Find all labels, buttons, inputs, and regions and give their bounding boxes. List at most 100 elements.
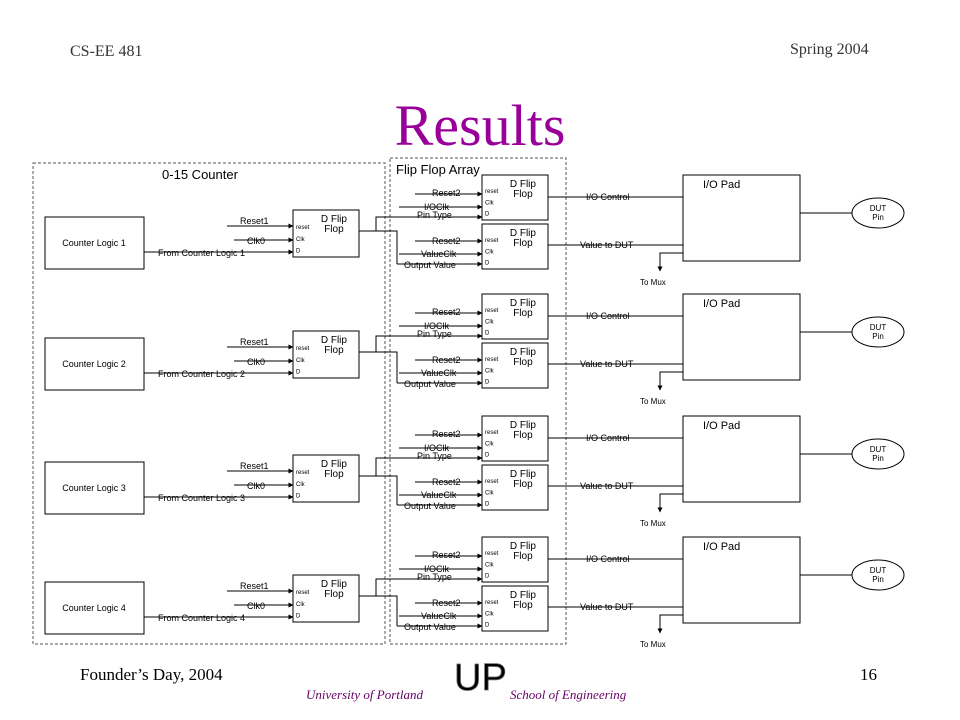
array-4-value-label: Value to DUT: [580, 602, 634, 612]
counter-1-logic-box: [44, 216, 145, 270]
array-1-to-mux-label: To Mux: [640, 278, 666, 287]
university-name: University of Portland: [306, 687, 423, 702]
array-2-ff-bottom-title: D Flip: [510, 347, 537, 358]
counter-2-to-array-bottom: [376, 351, 398, 383]
array-3-ff-bottom-pin-clk: Clk: [485, 491, 495, 497]
array-1-top-reset-label: Reset2: [432, 188, 461, 198]
array-1-bottom-reset-label: Reset2: [432, 236, 461, 246]
counter-2-ff-box: [292, 330, 360, 379]
array-2-ff-top-title: D Flip: [510, 298, 537, 309]
counter-3-ff-title: D Flip: [321, 459, 348, 470]
array-4-mux-wire: [657, 614, 683, 634]
array-3-bottom-reset-label: Reset2: [432, 477, 461, 487]
array-4-dut-label-2: Pin: [872, 575, 884, 584]
university-logo-mark: UP: [454, 657, 507, 699]
array-3-io-pad: [682, 415, 801, 503]
array-1-ff-top-title-2: Flop: [513, 189, 533, 200]
array-2-ff-top-pin-d: D: [485, 331, 490, 337]
array-3-ff-top-pin-d: D: [485, 453, 490, 459]
counter-2-ff-pin-reset: reset: [296, 346, 310, 352]
array-1-ff-bottom-title-2: Flop: [513, 238, 533, 249]
counter-4-to-array-top: [359, 578, 397, 597]
array-3-ff-top-box: [481, 415, 549, 462]
array-4-bottom-clk-label: ValueClk: [421, 611, 457, 621]
array-4-ff-bottom-title: D Flip: [510, 590, 537, 601]
array-1-ff-bottom-pin-d: D: [485, 261, 490, 267]
array-4-ff-bottom-pin-clk: Clk: [485, 612, 495, 618]
array-3-dut-label-2: Pin: [872, 454, 884, 463]
counter-3-logic-box: [44, 461, 145, 515]
counter-4-logic-box: [44, 581, 145, 635]
array-1-ff-top-pin-reset: reset: [485, 189, 499, 195]
counter-2-data-label: From Counter Logic 2: [158, 369, 245, 379]
counter-1-reset-label: Reset1: [240, 216, 269, 226]
counter-4-ff-pin-d: D: [296, 613, 301, 619]
array-2-io-pad: [682, 293, 801, 381]
array-4-ff-bottom-pin-reset: reset: [485, 600, 499, 606]
array-3-top-data-label: Pin Type: [417, 451, 452, 461]
array-3-io-control-label: I/O Control: [586, 433, 630, 443]
array-2-top-data-label: Pin Type: [417, 329, 452, 339]
array-4-dut-label: DUT: [870, 566, 887, 575]
counter-3-ff-pin-reset: reset: [296, 470, 310, 476]
array-4-io-pad-label: I/O Pad: [703, 541, 740, 553]
array-1-ff-bottom-title: D Flip: [510, 228, 537, 239]
array-4-ff-top-pin-reset: reset: [485, 551, 499, 557]
array-2-bottom-reset-label: Reset2: [432, 355, 461, 365]
array-1-dut-label: DUT: [870, 204, 887, 213]
array-3-value-label: Value to DUT: [580, 481, 634, 491]
array-2-io-pad-label: I/O Pad: [703, 298, 740, 310]
counter-1-ff-title-2: Flop: [324, 224, 344, 235]
array-1-io-pad: [682, 174, 801, 262]
array-4-bottom-data-label: Output Value: [404, 622, 456, 632]
array-1-top-data-label: Pin Type: [417, 210, 452, 220]
counter-1-logic-label: Counter Logic 1: [62, 238, 126, 248]
counter-group-title: 0-15 Counter: [162, 167, 239, 182]
counter-1-to-array-top: [359, 216, 397, 232]
array-2-to-mux-label: To Mux: [640, 397, 666, 406]
counter-2-ff-title: D Flip: [321, 335, 348, 346]
array-2-ff-bottom-box: [481, 342, 549, 389]
array-1-ff-top-title: D Flip: [510, 179, 537, 190]
counter-4-ff-title-2: Flop: [324, 589, 344, 600]
school-name: School of Engineering: [510, 687, 627, 702]
counter-3-ff-title-2: Flop: [324, 469, 344, 480]
array-2-ff-top-pin-reset: reset: [485, 308, 499, 314]
array-4-top-data-label: Pin Type: [417, 572, 452, 582]
counter-4-logic-label: Counter Logic 4: [62, 603, 126, 613]
array-1-ff-bottom-pin-clk: Clk: [485, 250, 495, 256]
array-4-to-mux-label: To Mux: [640, 640, 666, 649]
array-4-dut-pin: [851, 559, 905, 591]
counter-3-to-array-bottom: [376, 475, 398, 505]
array-2-dut-label: DUT: [870, 323, 887, 332]
counter-1-ff-title: D Flip: [321, 214, 348, 225]
counter-3-ff-pin-d: D: [296, 493, 301, 499]
array-4-ff-top-pin-clk: Clk: [485, 563, 495, 569]
array-2-mux-wire: [657, 371, 683, 391]
array-4-ff-bottom-box: [481, 585, 549, 632]
array-1-dut-label-2: Pin: [872, 213, 884, 222]
array-1-io-control-label: I/O Control: [586, 192, 630, 202]
array-3-ff-top-pin-reset: reset: [485, 430, 499, 436]
array-4-top-clk-label: I/OClk: [424, 564, 450, 574]
array-2-io-control-label: I/O Control: [586, 311, 630, 321]
array-3-ff-top-pin-clk: Clk: [485, 442, 495, 448]
array-1-bottom-clk-label: ValueClk: [421, 249, 457, 259]
counter-4-reset-label: Reset1: [240, 581, 269, 591]
counter-1-ff-box: [292, 209, 360, 258]
array-3-dut-pin: [851, 438, 905, 470]
array-1-ff-top-pin-clk: Clk: [485, 201, 495, 207]
array-4-ff-top-title: D Flip: [510, 541, 537, 552]
array-3-bottom-clk-label: ValueClk: [421, 490, 457, 500]
counter-3-ff-pin-clk: Clk: [296, 482, 306, 488]
array-3-ff-bottom-title: D Flip: [510, 469, 537, 480]
counter-2-clk-label: Clk0: [247, 357, 265, 367]
counter-2-ff-title-2: Flop: [324, 345, 344, 356]
counter-2-ff-pin-d: D: [296, 369, 301, 375]
array-2-ff-top-title-2: Flop: [513, 308, 533, 319]
array-2-ff-bottom-pin-d: D: [485, 380, 490, 386]
array-1-dut-pin: [851, 197, 905, 229]
array-4-top-reset-label: Reset2: [432, 550, 461, 560]
array-1-value-label: Value to DUT: [580, 240, 634, 250]
